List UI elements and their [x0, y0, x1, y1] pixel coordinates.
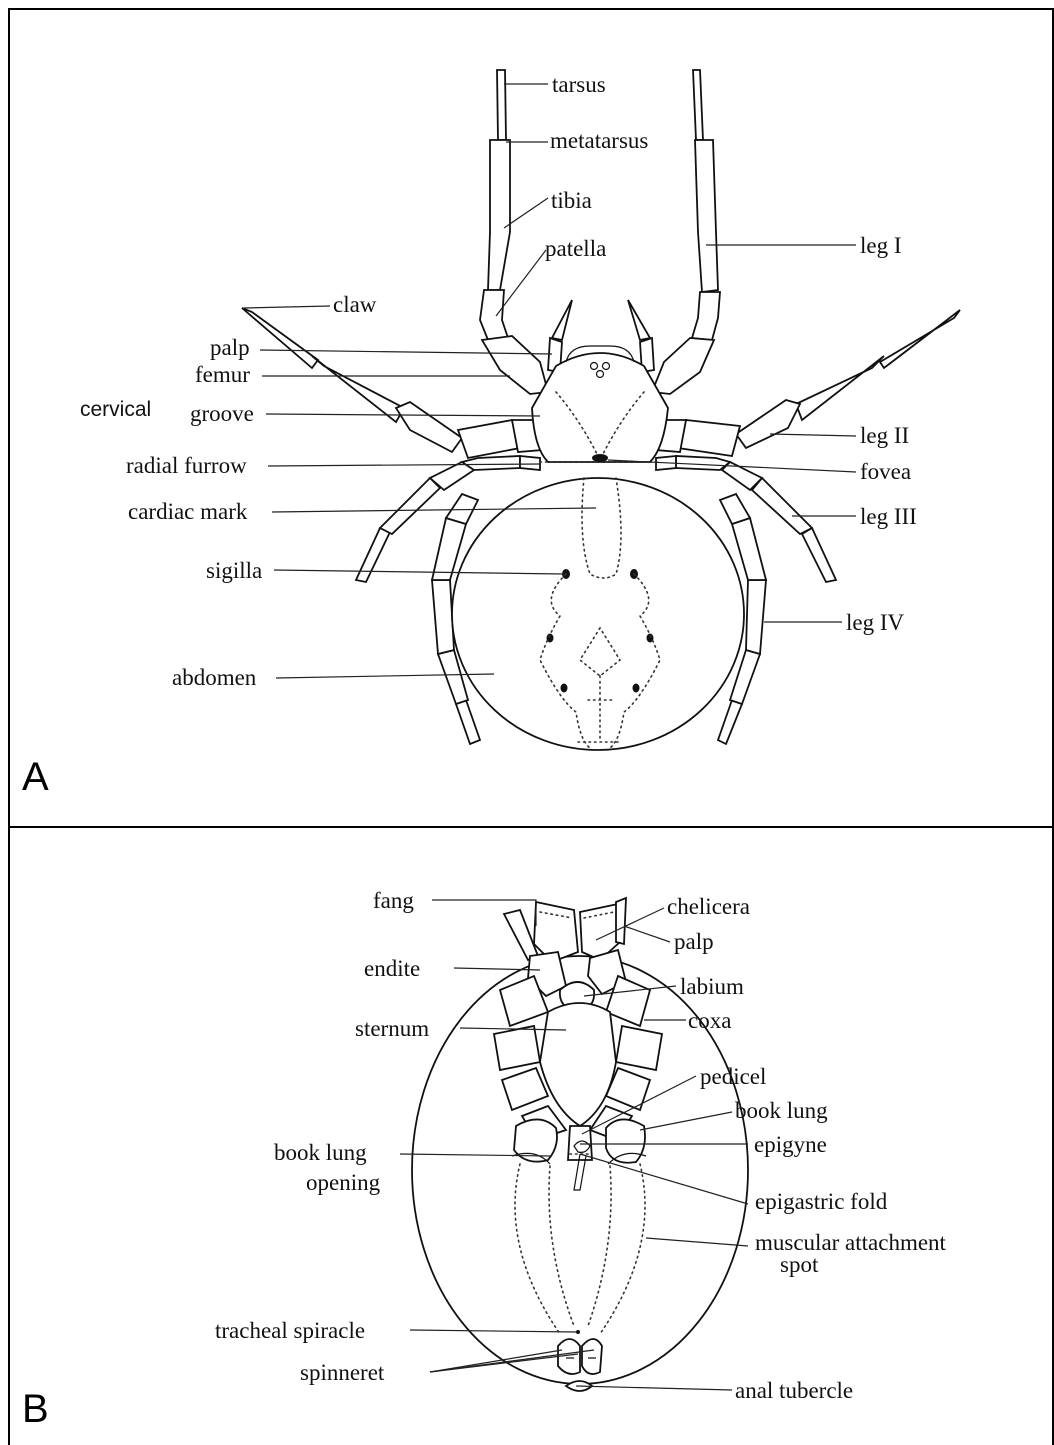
- label-spinneret: spinneret: [300, 1360, 385, 1385]
- label-patella: patella: [545, 236, 606, 261]
- label-claw: claw: [333, 292, 377, 317]
- label-book-lung: book lung: [735, 1098, 828, 1123]
- fovea-mark: [592, 454, 608, 462]
- tracheal-spiracle-mark: [576, 1330, 580, 1334]
- abdomen-drawing: [452, 478, 744, 750]
- label-sternum: sternum: [355, 1016, 429, 1041]
- label-pedicel: pedicel: [700, 1064, 766, 1089]
- label-endite: endite: [364, 956, 420, 981]
- label-abdomen: abdomen: [172, 665, 257, 690]
- label-epigastric-fold: epigastric fold: [755, 1189, 888, 1214]
- label-groove: groove: [190, 401, 254, 426]
- label-book-lung-opening-line2: opening: [306, 1170, 381, 1195]
- panel-letter-b: B: [22, 1387, 49, 1431]
- label-anal-tubercle: anal tubercle: [735, 1378, 853, 1403]
- label-leg-ii: leg II: [860, 423, 909, 448]
- label-chelicera: chelicera: [667, 894, 750, 919]
- label-cervical: cervical: [80, 398, 151, 421]
- label-femur: femur: [195, 362, 250, 387]
- label-coxa: coxa: [688, 1008, 731, 1033]
- label-muscular-attachment-line2: spot: [780, 1252, 819, 1277]
- panel-letter-a: A: [22, 755, 49, 799]
- label-labium: labium: [680, 974, 744, 999]
- label-leg-i: leg I: [860, 233, 902, 258]
- label-tibia: tibia: [551, 188, 592, 213]
- label-tarsus: tarsus: [552, 72, 606, 97]
- leg-i-left-drawing: [480, 70, 548, 394]
- label-tracheal-spiracle: tracheal spiracle: [215, 1318, 365, 1343]
- label-fang: fang: [373, 888, 414, 913]
- ventral-diagram: fang chelicera palp endite labium sternu…: [0, 826, 1054, 1445]
- label-palp: palp: [210, 335, 250, 360]
- label-palp-b: palp: [674, 929, 714, 954]
- label-leg-iii: leg III: [860, 504, 917, 529]
- label-metatarsus: metatarsus: [550, 128, 648, 153]
- label-epigyne: epigyne: [754, 1132, 827, 1157]
- label-sigilla: sigilla: [206, 558, 262, 583]
- dorsal-diagram: tarsus metatarsus tibia patella leg I cl…: [0, 0, 1054, 830]
- label-book-lung-opening-line1: book lung: [274, 1140, 367, 1165]
- leg-i-right-drawing: [652, 70, 720, 394]
- label-radial-furrow: radial furrow: [126, 453, 247, 478]
- label-fovea: fovea: [860, 459, 911, 484]
- label-leg-iv: leg IV: [846, 610, 905, 635]
- label-cardiac-mark: cardiac mark: [128, 499, 248, 524]
